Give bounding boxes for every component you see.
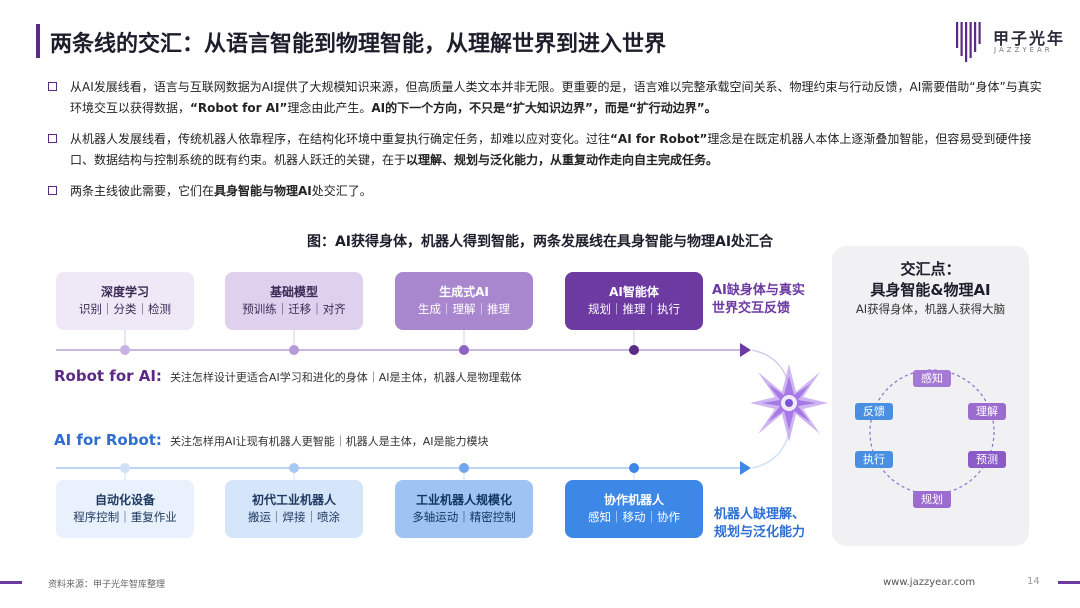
ai-stage-card: AI智能体 规划｜推理｜执行	[565, 272, 703, 330]
card-sub: 程序控制｜重复作业	[73, 510, 177, 524]
track-label-robot-for-ai: Robot for AI:关注怎样设计更适合AI学习和进化的身体｜AI是主体，机…	[54, 367, 522, 385]
convergence-title: 交汇点：	[900, 260, 961, 278]
card-title: 深度学习	[100, 285, 149, 299]
logo-icon	[956, 22, 981, 62]
bullet-square-icon	[48, 82, 57, 91]
card-title: 生成式AI	[439, 285, 489, 299]
robot-timeline-dot	[120, 463, 130, 473]
bullet-square-icon	[48, 186, 57, 195]
robot-timeline-dot	[629, 463, 639, 473]
ai-timeline-dot	[459, 345, 469, 355]
card-sub: 多轴运动｜精密控制	[412, 510, 516, 524]
robot-gap-note: 机器人缺理解、 规划与泛化能力	[714, 507, 806, 540]
cycle-node-predict: 预测	[968, 451, 1006, 468]
figure-caption: 图：AI获得身体，机器人得到智能，两条发展线在具身智能与物理AI处汇合	[306, 234, 774, 250]
ai-timeline-dot	[289, 345, 299, 355]
timelines-svg	[56, 330, 793, 480]
robot-timeline-dot	[459, 463, 469, 473]
logo-text-cn: 甲子光年	[993, 29, 1066, 48]
footer-source: 资料来源：甲子光年智库整理	[48, 580, 166, 590]
card-title: 工业机器人规模化	[415, 493, 512, 507]
card-sub: 规划｜推理｜执行	[588, 302, 680, 316]
robot-stage-card: 工业机器人规模化 多轴运动｜精密控制	[395, 480, 533, 538]
card-title: 初代工业机器人	[251, 493, 336, 507]
track-label-ai-for-robot: AI for Robot:关注怎样用AI让现有机器人更智能｜机器人是主体，AI是…	[54, 431, 489, 449]
footer-accent-left	[0, 581, 22, 584]
card-title: 协作机器人	[603, 493, 664, 507]
bullet-convergence: 两条主线彼此需要，它们在具身智能与物理AI处交汇了。	[48, 181, 1042, 202]
ai-gap-note: AI缺身体与真实 世界交互反馈	[712, 283, 805, 316]
title-accent-bar	[36, 24, 40, 58]
ai-stage-card: 基础模型 预训练｜迁移｜对齐	[225, 272, 363, 330]
bullet-square-icon	[48, 134, 57, 143]
bullet-text: 两条主线彼此需要，它们在具身智能与物理AI处交汇了。	[70, 184, 372, 198]
footer-accent-right	[1058, 581, 1080, 584]
cycle-node-execute: 执行	[855, 451, 893, 468]
ai-timeline-arrow	[740, 343, 751, 357]
cycle-ring-svg	[869, 369, 995, 495]
page-title: 两条线的交汇：从语言智能到物理智能，从理解世界到进入世界	[50, 32, 667, 57]
convergence-subtitle: AI获得身体，机器人获得大脑	[855, 302, 1006, 316]
robot-stage-card: 协作机器人 感知｜移动｜协作	[565, 480, 703, 538]
cycle-node-perceive: 感知	[913, 370, 951, 387]
card-sub: 生成｜理解｜推理	[418, 302, 510, 316]
ai-timeline-dot	[120, 345, 130, 355]
cycle-node-feedback: 反馈	[855, 403, 893, 420]
footer-url: www.jazzyear.com	[883, 577, 976, 588]
cycle-node-plan: 规划	[913, 491, 951, 508]
bullet-text: 从机器人发展线看，传统机器人依靠程序，在结构化环境中重复执行确定任务，却难以应对…	[70, 132, 1032, 167]
robot-stage-card: 自动化设备 程序控制｜重复作业	[56, 480, 194, 538]
card-sub: 预训练｜迁移｜对齐	[242, 302, 346, 316]
card-title: 自动化设备	[94, 493, 155, 507]
card-title: AI智能体	[609, 285, 659, 299]
ai-stage-card: 深度学习 识别｜分类｜检测	[56, 272, 194, 330]
bullet-ai-line: 从AI发展线看，语言与互联网数据为AI提供了大规模知识来源，但高质量人类文本并非…	[48, 77, 1042, 119]
convergence-title-main: 具身智能&物理AI	[870, 281, 991, 299]
robot-timeline-arrow	[740, 461, 751, 475]
bullet-robot-line: 从机器人发展线看，传统机器人依靠程序，在结构化环境中重复执行确定任务，却难以应对…	[48, 129, 1042, 171]
robot-stage-card: 初代工业机器人 搬运｜焊接｜喷涂	[225, 480, 363, 538]
card-title: 基础模型	[269, 285, 318, 299]
bullet-text: 从AI发展线看，语言与互联网数据为AI提供了大规模知识来源，但高质量人类文本并非…	[70, 80, 1042, 115]
logo-text-en: JAZZYEAR	[994, 46, 1053, 54]
card-sub: 感知｜移动｜协作	[588, 510, 680, 524]
ai-timeline-dot	[629, 345, 639, 355]
cycle-node-understand: 理解	[968, 403, 1006, 420]
card-sub: 搬运｜焊接｜喷涂	[248, 510, 340, 524]
ai-stage-card: 生成式AI 生成｜理解｜推理	[395, 272, 533, 330]
robot-timeline-dot	[289, 463, 299, 473]
convergence-burst-icon	[750, 364, 828, 442]
card-sub: 识别｜分类｜检测	[79, 302, 171, 316]
page-number: 14	[1027, 576, 1040, 587]
